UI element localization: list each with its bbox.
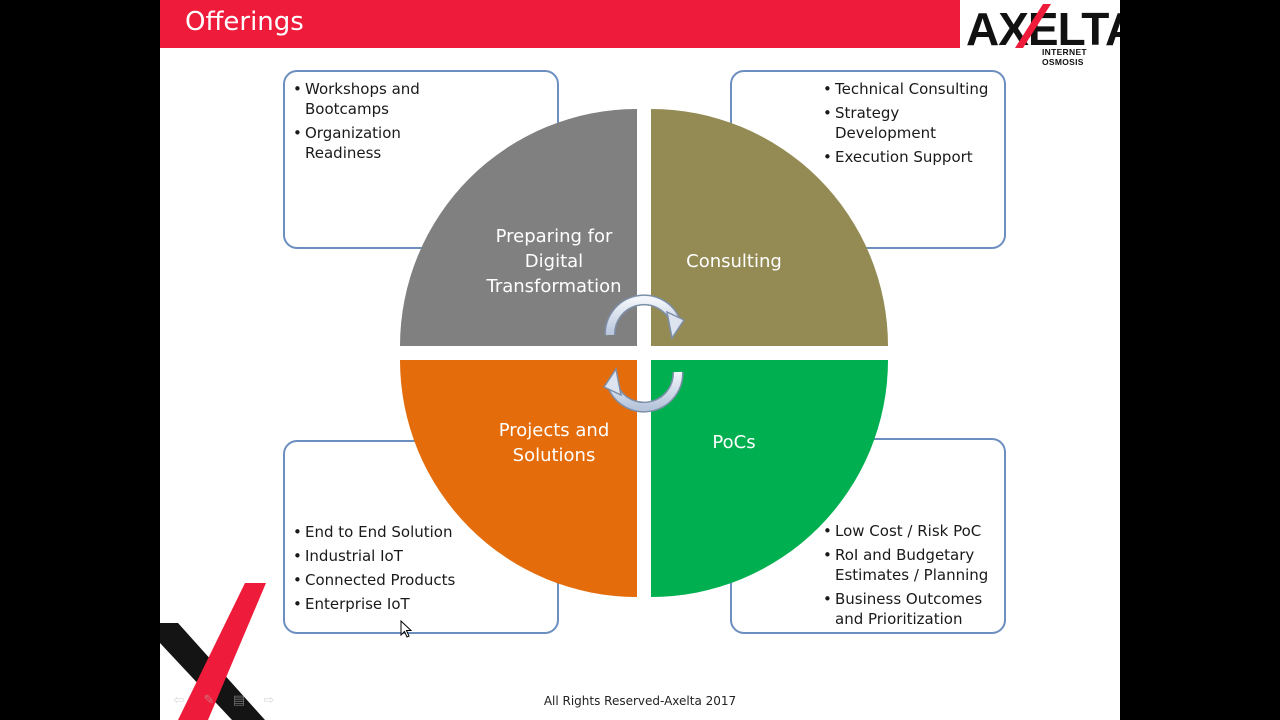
logo-x-accent-icon: [1015, 4, 1051, 48]
bullet-item: Organization Readiness: [293, 123, 458, 163]
bullet-item: Connected Products: [293, 570, 493, 590]
quadrant-bottom-right: [651, 360, 888, 597]
header-bar: Offerings: [160, 0, 960, 48]
bullet-item: Industrial IoT: [293, 546, 493, 566]
bullet-item: Enterprise IoT: [293, 594, 493, 614]
arrow-left-icon[interactable]: ⇦: [173, 693, 185, 708]
axelta-logo: AXELTA INTERNET OSMOSIS: [960, 0, 1120, 67]
bullet-item: RoI and Budgetary Estimates / Planning: [823, 545, 1003, 585]
bullet-item: Low Cost / Risk PoC: [823, 521, 1003, 541]
axelta-x-mark-icon: [160, 583, 266, 720]
bullet-item: Execution Support: [823, 147, 1003, 167]
bullet-item: Strategy Development: [823, 103, 1003, 143]
quadrant-top-left: [400, 109, 637, 346]
bullet-item: Business Outcomes and Prioritization: [823, 589, 1003, 629]
pen-icon[interactable]: ✎: [203, 693, 215, 708]
bullet-list-top-left: Workshops and BootcampsOrganization Read…: [293, 79, 458, 167]
bullet-item: End to End Solution: [293, 522, 493, 542]
quadrant-label-pocs: PoCs: [712, 432, 756, 453]
quadrant-bottom-left: [400, 360, 637, 597]
quadrant-label-preparing: Preparing for Digital Transformation: [486, 226, 622, 297]
quadrant-label-consulting: Consulting: [686, 251, 782, 272]
bullet-list-bottom-right: Low Cost / Risk PoC RoI and Budgetary Est…: [823, 521, 1003, 633]
bullet-item: Technical Consulting: [823, 79, 1003, 99]
menu-icon[interactable]: ▤: [232, 693, 246, 708]
quadrant-top-right: [651, 109, 888, 346]
quadrant-label-projects: Projects and Solutions: [498, 420, 610, 466]
arrow-right-icon[interactable]: ⇨: [263, 693, 275, 708]
circular-arrows-icon: [602, 294, 686, 413]
slideshow-nav-controls: ⇦ ✎ ▤ ⇨: [170, 694, 290, 710]
bullet-list-bottom-left: End to End SolutionIndustrial IoT Connect…: [293, 522, 493, 618]
bullet-list-top-right: Technical ConsultingStrategy Development…: [823, 79, 1003, 171]
slide: Offerings AXELTA INTERNET OSMOSIS Worksh…: [160, 0, 1120, 720]
cycle-diagram: [400, 109, 888, 597]
slide-title: Offerings: [185, 7, 304, 37]
footer-copyright: All Rights Reserved-Axelta 2017: [543, 694, 737, 708]
bullet-item: Workshops and Bootcamps: [293, 79, 458, 119]
logo-tagline: INTERNET OSMOSIS: [1042, 47, 1087, 67]
mouse-pointer-icon: [400, 620, 412, 638]
